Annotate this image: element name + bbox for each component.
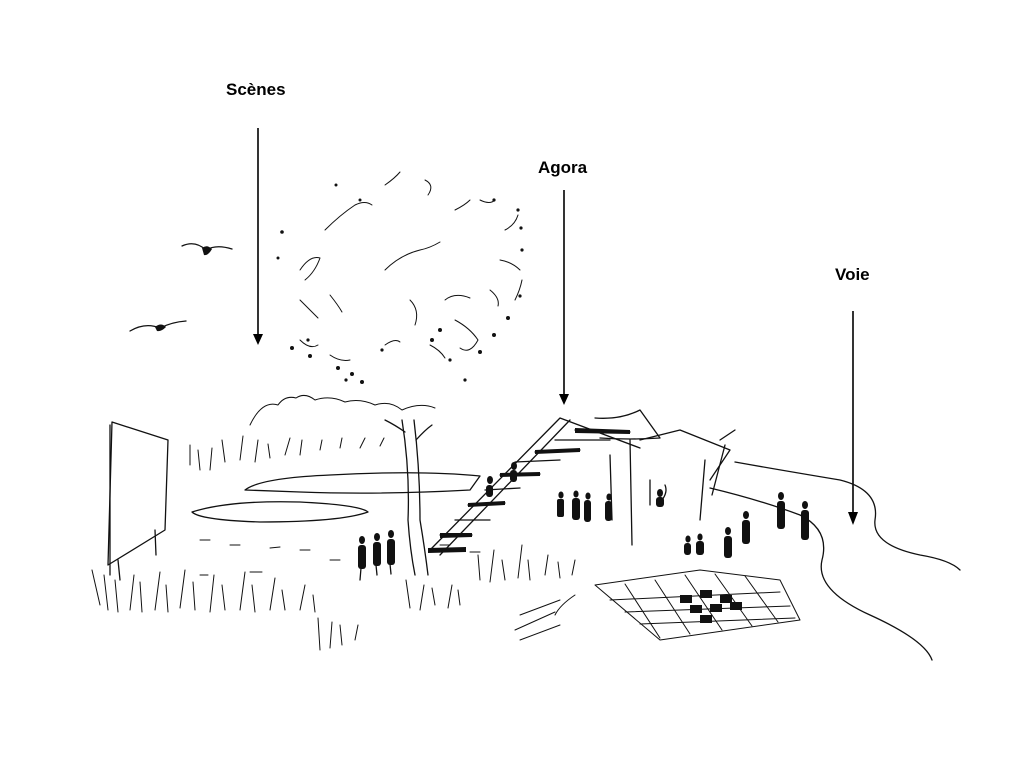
label-voie: Voie: [835, 265, 870, 284]
people-group: [358, 462, 809, 581]
agora-staircase: [428, 417, 641, 556]
arrowhead-agora: [559, 394, 569, 405]
bird-icon: [181, 243, 233, 256]
tensile-canopy: [594, 409, 736, 521]
arrowhead-voie: [848, 512, 858, 525]
label-agora: Agora: [538, 158, 588, 177]
water-basin: [191, 472, 481, 523]
plaza-grid: [514, 569, 801, 641]
tree-trunk: [384, 419, 433, 576]
label-scenes: Scènes: [226, 80, 286, 99]
arrowhead-scenes: [253, 334, 263, 345]
ground-texture: [199, 539, 481, 576]
canopy-dots: [276, 183, 524, 384]
bird-icon: [129, 320, 187, 332]
tree-canopy: [299, 171, 523, 361]
hedge: [189, 394, 436, 471]
grass: [91, 544, 576, 651]
scene-panel: [107, 421, 169, 581]
road-path: [709, 461, 961, 661]
plaza-checker-blocks: [680, 590, 742, 623]
